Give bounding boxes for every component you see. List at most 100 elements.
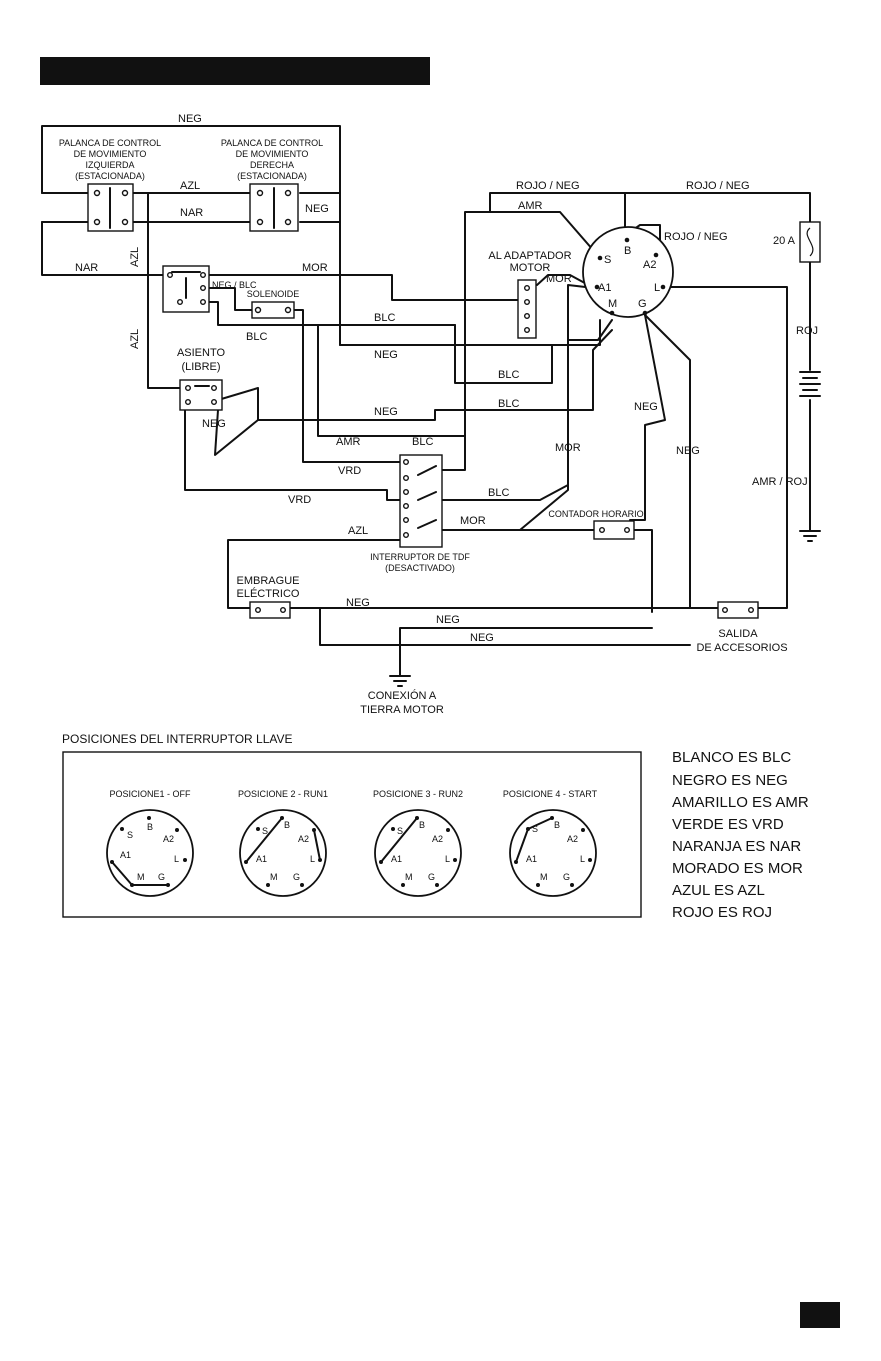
svg-text:NEG: NEG bbox=[178, 113, 202, 125]
svg-text:NEG: NEG bbox=[374, 406, 398, 418]
accessory-outlet: SALIDA DE ACCESORIOS bbox=[696, 601, 788, 654]
svg-text:BLC: BLC bbox=[498, 369, 519, 381]
hour-meter: CONTADOR HORARIO bbox=[548, 509, 644, 540]
svg-text:B: B bbox=[624, 245, 631, 257]
svg-text:MOR: MOR bbox=[302, 262, 328, 274]
svg-text:CONEXIÓN A: CONEXIÓN A bbox=[368, 689, 437, 702]
svg-text:(LIBRE): (LIBRE) bbox=[181, 361, 220, 373]
svg-text:INTERRUPTOR DE TDF: INTERRUPTOR DE TDF bbox=[370, 552, 470, 562]
svg-text:G: G bbox=[563, 872, 570, 882]
svg-text:AZUL ES AZL: AZUL ES AZL bbox=[672, 882, 765, 899]
svg-text:ASIENTO: ASIENTO bbox=[177, 347, 226, 359]
svg-text:DE ACCESORIOS: DE ACCESORIOS bbox=[696, 642, 787, 654]
svg-text:A1: A1 bbox=[598, 282, 611, 294]
svg-text:NAR: NAR bbox=[180, 207, 203, 219]
svg-text:ROJO / NEG: ROJO / NEG bbox=[516, 180, 580, 192]
svg-text:AZL: AZL bbox=[129, 329, 141, 349]
svg-text:(DESACTIVADO): (DESACTIVADO) bbox=[385, 563, 455, 573]
wire-labels: NEG AZL NAR NEG NAR AZL AZL MOR BLC BLC … bbox=[75, 113, 818, 644]
svg-text:POSICIONE 3 - RUN2: POSICIONE 3 - RUN2 bbox=[373, 789, 463, 799]
svg-text:AMR: AMR bbox=[336, 436, 361, 448]
svg-text:MOR: MOR bbox=[555, 442, 581, 454]
solenoid: SOLENOIDE NEG / BLC bbox=[212, 280, 300, 319]
svg-text:NAR: NAR bbox=[75, 262, 98, 274]
position-2-run1: POSICIONE 2 - RUN1 S B A2 A1 L M G bbox=[238, 789, 328, 897]
battery-icon bbox=[799, 371, 821, 397]
svg-text:ROJO / NEG: ROJO / NEG bbox=[686, 180, 750, 192]
svg-text:G: G bbox=[158, 872, 165, 882]
page-tab bbox=[800, 1302, 840, 1328]
svg-text:MOTOR: MOTOR bbox=[510, 262, 551, 274]
svg-text:SOLENOIDE: SOLENOIDE bbox=[247, 289, 300, 299]
svg-text:A2: A2 bbox=[163, 834, 174, 844]
svg-text:NEGRO ES NEG: NEGRO ES NEG bbox=[672, 772, 788, 789]
svg-text:AZL: AZL bbox=[180, 180, 200, 192]
svg-text:BLC: BLC bbox=[246, 331, 267, 343]
svg-text:NEG: NEG bbox=[634, 401, 658, 413]
svg-text:NEG: NEG bbox=[346, 597, 370, 609]
svg-text:NEG: NEG bbox=[470, 632, 494, 644]
svg-text:G: G bbox=[293, 872, 300, 882]
svg-text:(ESTACIONADA): (ESTACIONADA) bbox=[237, 171, 307, 181]
svg-text:BLC: BLC bbox=[498, 398, 519, 410]
wires bbox=[41, 125, 811, 676]
svg-text:NARANJA ES NAR: NARANJA ES NAR bbox=[672, 838, 801, 855]
svg-text:PALANCA DE CONTROL: PALANCA DE CONTROL bbox=[59, 138, 161, 148]
svg-text:S: S bbox=[532, 824, 538, 834]
svg-text:NEG: NEG bbox=[374, 349, 398, 361]
svg-text:A1: A1 bbox=[256, 854, 267, 864]
svg-text:M: M bbox=[270, 872, 278, 882]
engine-adapter: AL ADAPTADOR MOTOR bbox=[488, 250, 572, 339]
svg-text:ROJO / NEG: ROJO / NEG bbox=[664, 231, 728, 243]
svg-text:POSICIONE 4 - START: POSICIONE 4 - START bbox=[503, 789, 598, 799]
svg-text:NEG: NEG bbox=[202, 418, 226, 430]
svg-text:20 A: 20 A bbox=[773, 235, 796, 247]
svg-text:L: L bbox=[654, 282, 660, 294]
svg-text:L: L bbox=[174, 854, 179, 864]
svg-text:CONTADOR HORARIO: CONTADOR HORARIO bbox=[548, 509, 643, 519]
svg-text:L: L bbox=[580, 854, 585, 864]
svg-text:NEG: NEG bbox=[436, 614, 460, 626]
svg-text:VRD: VRD bbox=[338, 465, 361, 477]
svg-text:B: B bbox=[554, 820, 560, 830]
svg-text:BLC: BLC bbox=[374, 312, 395, 324]
ground-icon bbox=[799, 530, 821, 542]
svg-text:G: G bbox=[428, 872, 435, 882]
svg-text:A1: A1 bbox=[391, 854, 402, 864]
svg-text:ELÉCTRICO: ELÉCTRICO bbox=[237, 587, 300, 600]
svg-text:S: S bbox=[604, 254, 611, 266]
svg-text:BLC: BLC bbox=[412, 436, 433, 448]
ignition-switch: S B A2 A1 L M G bbox=[582, 226, 674, 318]
svg-text:AZL: AZL bbox=[129, 247, 141, 267]
svg-text:AMR: AMR bbox=[518, 200, 543, 212]
svg-text:SALIDA: SALIDA bbox=[718, 628, 758, 640]
svg-text:VERDE ES VRD: VERDE ES VRD bbox=[672, 816, 784, 833]
svg-text:L: L bbox=[310, 854, 315, 864]
svg-text:A1: A1 bbox=[120, 850, 131, 860]
color-legend: BLANCO ES BLC NEGRO ES NEG AMARILLO ES A… bbox=[672, 749, 809, 921]
section-header-bar bbox=[40, 57, 430, 85]
svg-text:M: M bbox=[137, 872, 145, 882]
svg-text:TIERRA MOTOR: TIERRA MOTOR bbox=[360, 704, 444, 716]
svg-text:PALANCA DE CONTROL: PALANCA DE CONTROL bbox=[221, 138, 323, 148]
svg-text:M: M bbox=[540, 872, 548, 882]
brake-switch-block bbox=[162, 265, 210, 313]
svg-text:B: B bbox=[284, 820, 290, 830]
seat-switch: ASIENTO (LIBRE) bbox=[177, 347, 226, 411]
svg-text:EMBRAGUE: EMBRAGUE bbox=[237, 575, 300, 587]
right-motion-lever: PALANCA DE CONTROL DE MOVIMIENTO DERECHA… bbox=[221, 138, 323, 232]
left-motion-lever: PALANCA DE CONTROL DE MOVIMIENTO IZQUIER… bbox=[59, 138, 161, 232]
pto-switch: INTERRUPTOR DE TDF (DESACTIVADO) bbox=[370, 454, 470, 573]
svg-text:B: B bbox=[147, 822, 153, 832]
svg-text:AZL: AZL bbox=[348, 525, 368, 537]
positions-title: POSICIONES DEL INTERRUPTOR LLAVE bbox=[62, 732, 293, 746]
svg-text:A2: A2 bbox=[432, 834, 443, 844]
svg-text:POSICIONE 2 - RUN1: POSICIONE 2 - RUN1 bbox=[238, 789, 328, 799]
positions-panel bbox=[62, 751, 642, 918]
svg-text:AMARILLO ES AMR: AMARILLO ES AMR bbox=[672, 794, 809, 811]
svg-text:B: B bbox=[419, 820, 425, 830]
svg-text:NEG / BLC: NEG / BLC bbox=[212, 280, 257, 290]
svg-text:A1: A1 bbox=[526, 854, 537, 864]
svg-text:M: M bbox=[608, 298, 617, 310]
